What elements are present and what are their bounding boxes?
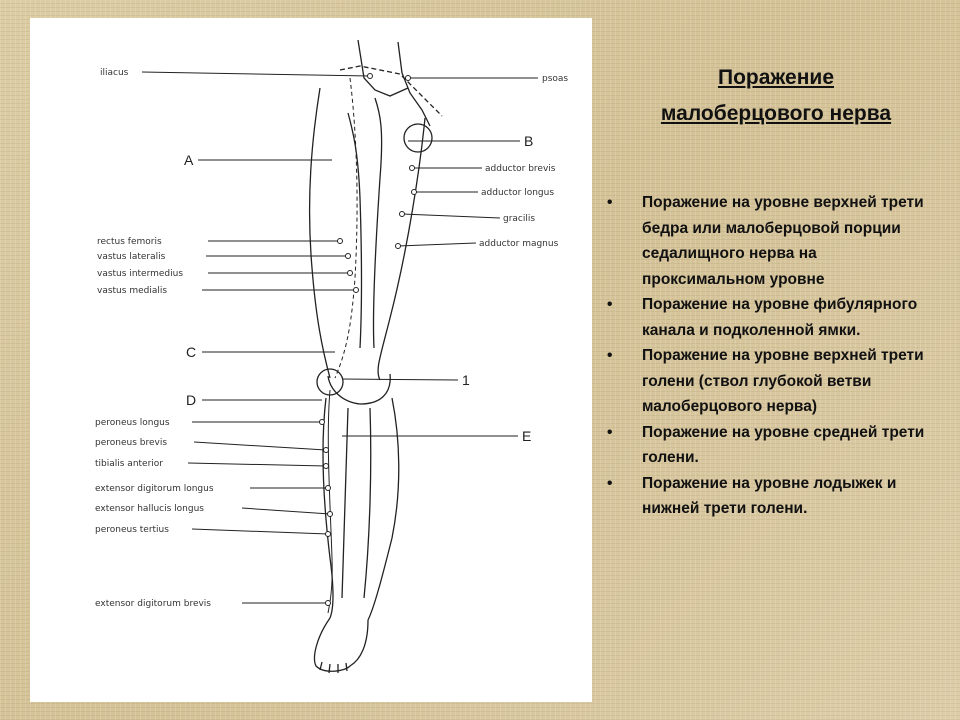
adductor-longus-point — [411, 189, 417, 195]
bullet-text: Поражение на уровне средней трети голени… — [642, 423, 925, 467]
inguinal-line — [339, 65, 443, 117]
bullet-text: Поражение на уровне лодыжек и нижней тре… — [642, 474, 897, 518]
label-vastus-lateralis: vastus lateralis — [97, 252, 166, 262]
letter-a: A — [184, 152, 194, 168]
bullet-item: • Поражение на уровне лодыжек и нижней тр… — [605, 471, 925, 522]
tibia-lateral — [341, 407, 349, 599]
pelvis-outline — [357, 39, 409, 97]
label-peroneus-brevis: peroneus brevis — [95, 438, 167, 448]
gracilis-point — [399, 211, 405, 217]
femur-medial — [372, 97, 383, 349]
label-extensor-hallucis-longus: extensor hallucis longus — [95, 504, 204, 514]
letter-b: B — [524, 133, 533, 149]
letter-c: C — [186, 344, 196, 360]
label-adductor-longus: adductor longus — [481, 188, 554, 198]
label-peroneus-tertius: peroneus tertius — [95, 525, 169, 535]
leg-diagram: iliacus rectus femoris vastus lateralis … — [95, 39, 568, 674]
label-tibialis-anterior: tibialis anterior — [95, 459, 163, 469]
peroneus-brevis-point — [323, 447, 329, 453]
tibia-medial — [363, 407, 372, 599]
foot-outline — [313, 617, 369, 672]
tibialis-anterior-point — [323, 463, 329, 469]
bullet-dot: • — [607, 347, 613, 364]
label-rectus-femoris: rectus femoris — [97, 237, 162, 247]
label-vastus-medialis: vastus medialis — [97, 286, 167, 296]
toes-outline — [319, 661, 348, 674]
label-iliacus: iliacus — [100, 68, 129, 78]
adductor-brevis-point — [409, 165, 415, 171]
label-gracilis: gracilis — [503, 214, 535, 224]
letter-1-leader — [341, 378, 459, 381]
label-psoas: psoas — [542, 74, 568, 84]
peroneal-nerve-path — [327, 389, 333, 614]
letter-1: 1 — [462, 372, 470, 388]
peroneus-tertius-point — [325, 531, 331, 537]
knee-outline — [327, 373, 391, 405]
bullet-item: • Поражение на уровне фибулярного канала … — [605, 292, 925, 343]
pubis-outline — [403, 123, 433, 153]
peroneus-longus-point — [319, 419, 325, 425]
iliacus-leader — [141, 71, 371, 77]
bullet-dot: • — [607, 194, 613, 211]
label-vastus-intermedius: vastus intermedius — [97, 269, 183, 279]
slide-title: Поражение малоберцового нерва — [612, 60, 940, 132]
psoas-point — [405, 75, 411, 81]
bullet-dot: • — [607, 423, 613, 441]
bullet-item: • Поражение на уровне верхней трети голен… — [605, 343, 925, 420]
bullet-text: Поражение на уровне верхней трети голени… — [642, 347, 924, 415]
peroneus-tertius-leader — [191, 528, 329, 535]
bullet-dot: • — [607, 296, 613, 313]
sciatic-nerve-path — [334, 77, 358, 379]
leg-nerve-figure: iliacus rectus femoris vastus lateralis … — [30, 18, 592, 702]
bullet-text: Поражение на уровне верхней трети бедра … — [642, 194, 924, 288]
label-extensor-digitorum-brevis: extensor digitorum brevis — [95, 599, 211, 609]
letter-d: D — [186, 392, 196, 408]
bullet-list: • Поражение на уровне верхней трети бедра… — [605, 190, 925, 522]
bullet-dot: • — [607, 474, 613, 492]
title-line-2: малоберцового нерва — [660, 102, 892, 125]
bullet-item: • Поражение на уровне средней трети голен… — [605, 420, 925, 471]
title-line-1: Поражение — [718, 66, 834, 89]
extensor-digitorum-brevis-point — [325, 600, 331, 606]
pelvis-inner-outline — [397, 41, 431, 127]
tibialis-anterior-leader — [187, 462, 327, 467]
label-adductor-magnus: adductor magnus — [479, 239, 559, 249]
vastus-lateralis-point — [345, 253, 351, 259]
bullet-text: Поражение на уровне фибулярного канала и… — [642, 296, 918, 339]
letter-e: E — [522, 428, 531, 444]
leg-medial-contour — [367, 397, 400, 621]
thigh-medial-contour — [377, 117, 426, 381]
gracilis-leader — [401, 213, 501, 219]
extensor-hallucis-longus-point — [327, 511, 333, 517]
extensor-hallucis-longus-leader — [241, 507, 331, 515]
adductor-magnus-point — [395, 243, 401, 249]
extensor-digitorum-longus-point — [325, 485, 331, 491]
label-extensor-digitorum-longus: extensor digitorum longus — [95, 484, 214, 494]
vastus-medialis-point — [353, 287, 359, 293]
peroneus-brevis-leader — [193, 441, 327, 451]
thigh-lateral-contour — [308, 87, 331, 379]
femur-lateral — [347, 112, 363, 349]
label-adductor-brevis: adductor brevis — [485, 164, 556, 174]
adductor-magnus-leader — [397, 242, 477, 247]
bullet-item: • Поражение на уровне верхней трети бедра… — [605, 190, 925, 292]
leg-lateral-contour — [322, 397, 334, 619]
vastus-intermedius-point — [347, 270, 353, 276]
rectus-femoris-point — [337, 238, 343, 244]
iliacus-point — [367, 73, 373, 79]
label-peroneus-longus: peroneus longus — [95, 418, 170, 428]
